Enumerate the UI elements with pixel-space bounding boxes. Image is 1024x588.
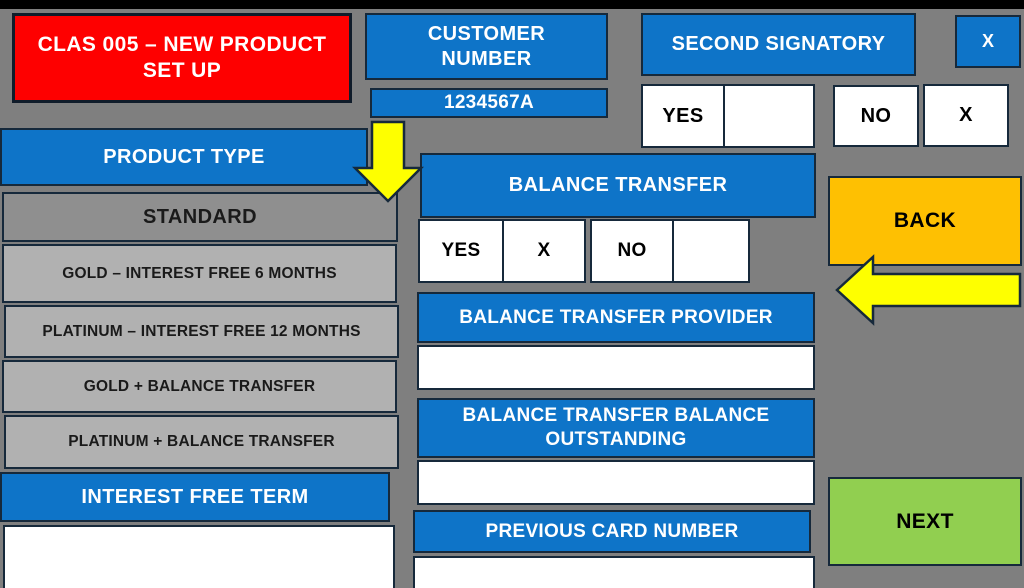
balance-transfer-yes-checkbox[interactable]: X <box>502 219 586 283</box>
close-x-button[interactable]: X <box>955 15 1021 68</box>
product-type-option[interactable]: PLATINUM – INTEREST FREE 12 MONTHS <box>4 305 399 358</box>
top-black-bar <box>0 0 1024 9</box>
customer-number-value: 1234567A <box>370 88 608 118</box>
second-signatory-no-label: NO <box>833 85 919 147</box>
balance-transfer-outstanding-header: BALANCE TRANSFER BALANCE OUTSTANDING <box>417 398 815 458</box>
second-signatory-yes-label: YES <box>641 84 725 148</box>
interest-free-term-input[interactable] <box>3 525 395 588</box>
balance-transfer-no-group: NO <box>590 219 750 283</box>
left-arrow-icon <box>835 254 1022 326</box>
balance-transfer-yes-group: YES X <box>418 219 586 283</box>
balance-transfer-provider-header: BALANCE TRANSFER PROVIDER <box>417 292 815 343</box>
previous-card-number-input[interactable] <box>413 556 815 588</box>
second-signatory-yes-group: YES <box>641 84 815 148</box>
balance-transfer-header: BALANCE TRANSFER <box>420 153 816 218</box>
page-title: CLAS 005 – NEW PRODUCT SET UP <box>12 13 352 103</box>
product-type-option-standard[interactable]: STANDARD <box>2 192 398 242</box>
second-signatory-label: SECOND SIGNATORY <box>641 13 916 76</box>
balance-transfer-no-label: NO <box>590 219 674 283</box>
second-signatory-no-checkbox[interactable]: X <box>923 84 1009 147</box>
product-type-option[interactable]: GOLD + BALANCE TRANSFER <box>2 360 397 413</box>
product-type-option[interactable]: GOLD – INTEREST FREE 6 MONTHS <box>2 244 397 303</box>
product-type-header: PRODUCT TYPE <box>0 128 368 186</box>
interest-free-term-header: INTEREST FREE TERM <box>0 472 390 522</box>
balance-transfer-outstanding-input[interactable] <box>417 460 815 505</box>
second-signatory-yes-checkbox[interactable] <box>723 84 815 148</box>
previous-card-number-header: PREVIOUS CARD NUMBER <box>413 510 811 553</box>
product-type-option[interactable]: PLATINUM + BALANCE TRANSFER <box>4 415 399 469</box>
customer-number-label: CUSTOMER NUMBER <box>365 13 608 80</box>
balance-transfer-yes-label: YES <box>418 219 504 283</box>
back-button[interactable]: BACK <box>828 176 1022 266</box>
balance-transfer-no-checkbox[interactable] <box>672 219 750 283</box>
next-button[interactable]: NEXT <box>828 477 1022 566</box>
balance-transfer-provider-input[interactable] <box>417 345 815 390</box>
